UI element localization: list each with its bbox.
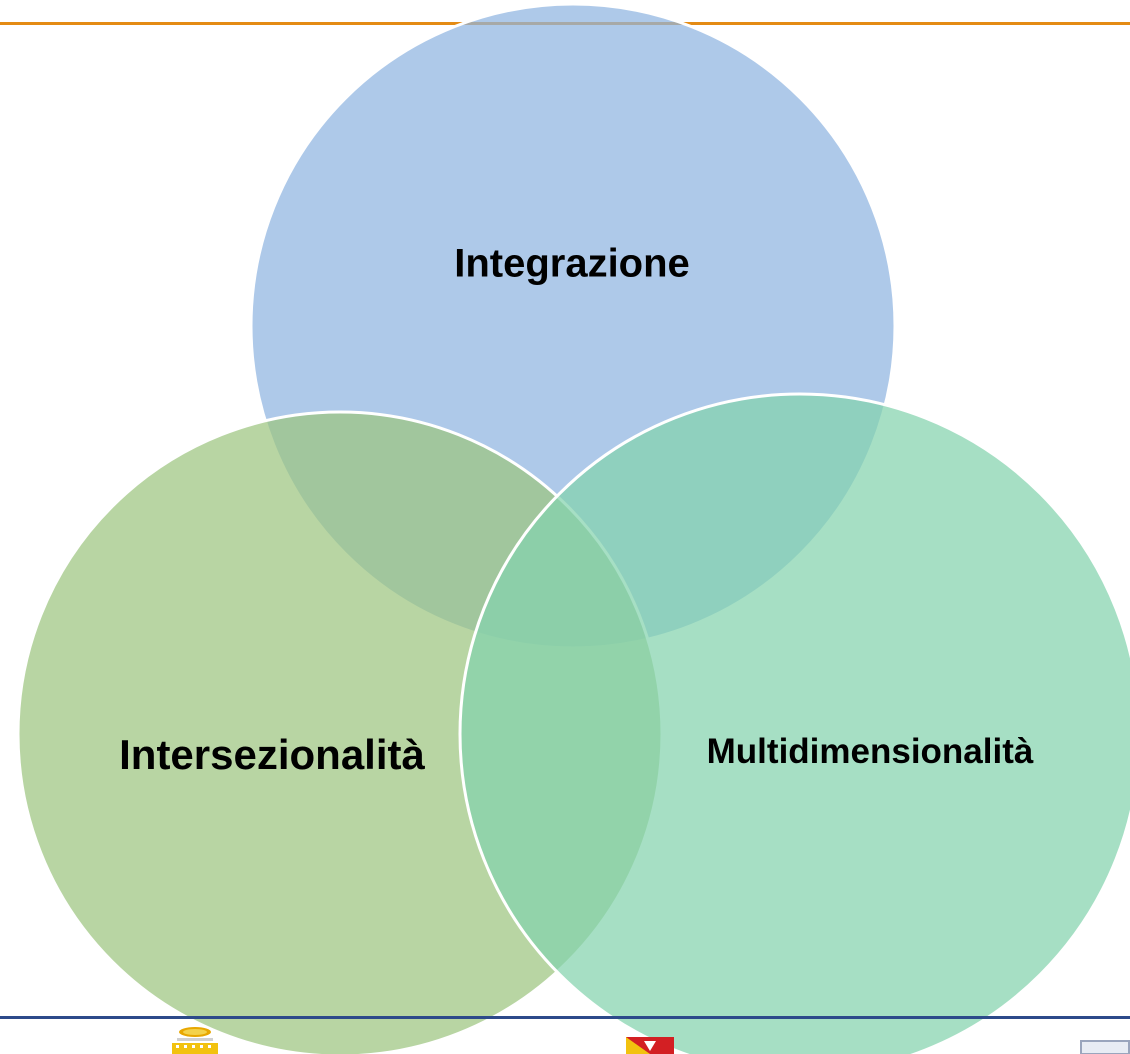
crown-emblem-logo — [172, 1027, 218, 1054]
box-logo — [1080, 1040, 1130, 1054]
flag-logo — [626, 1037, 674, 1054]
venn-circle-multidimensionalita — [458, 392, 1130, 1054]
venn-label-intersezionalita: Intersezionalità — [119, 731, 425, 778]
bottom-rule — [0, 1016, 1130, 1019]
venn-label-integrazione: Integrazione — [454, 241, 690, 286]
venn-label-multidimensionalita: Multidimensionalità — [706, 732, 1034, 771]
